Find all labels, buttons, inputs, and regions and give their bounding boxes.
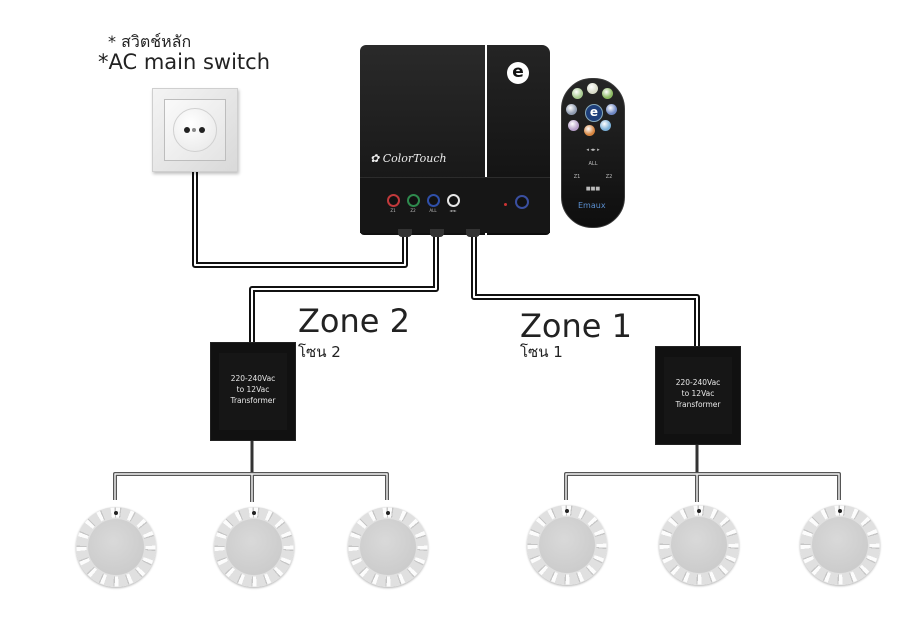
mode-button[interactable] [447, 194, 460, 207]
remote-power-button[interactable]: e [585, 104, 603, 122]
wire-zone1-bus [564, 472, 841, 502]
light-lens [360, 519, 416, 575]
zone2-button[interactable] [407, 194, 420, 207]
remote-color-button[interactable] [587, 83, 598, 94]
light-lens [812, 517, 868, 573]
zone1-title: Zone 1 [520, 307, 632, 345]
socket-ground [192, 128, 196, 132]
zone1-button-label: Z1 [390, 208, 396, 213]
remote-color-button[interactable] [602, 88, 613, 99]
socket-icon [173, 108, 217, 152]
remote-color-button[interactable] [606, 104, 617, 115]
transformer-line: Transformer [675, 400, 721, 409]
light-lens [671, 517, 727, 573]
light-lens [88, 519, 144, 575]
zone2-pool-light [214, 507, 294, 587]
zone1-pool-light [800, 505, 880, 585]
zone1-thai-label: โซน 1 [520, 343, 563, 361]
brand-emblem-icon: ✿ [370, 152, 383, 165]
socket-pin [199, 127, 205, 133]
switch-inner-plate [164, 99, 226, 161]
ac-main-switch [152, 88, 238, 172]
remote-play-button[interactable]: ■■■ [585, 186, 601, 192]
remote-all-label: ALL [588, 161, 598, 167]
main-switch-label-thai: * สวิตช์หลัก [108, 32, 192, 51]
wire-zone2-bus [113, 472, 389, 502]
all-button[interactable] [427, 194, 440, 207]
receiver-button[interactable] [515, 195, 529, 209]
brand-text: ColorTouch [382, 152, 447, 165]
cable-gland [398, 229, 412, 237]
transformer-label: 220-240Vac to 12Vac Transformer [656, 377, 740, 410]
cable-gland [466, 229, 480, 237]
colortouch-controller: e ✿ ColorTouch Z1 Z2 ALL ◄·► [360, 45, 550, 237]
zone2-button-label: Z2 [410, 208, 416, 213]
status-led [504, 203, 507, 206]
cable-gland [430, 229, 444, 237]
remote-brand: Emaux [578, 201, 606, 210]
remote-color-button[interactable] [566, 104, 577, 115]
zone1-pool-light [527, 505, 607, 585]
transformer-inner [664, 357, 732, 434]
light-lens [539, 517, 595, 573]
transformer-line: 220-240Vac [230, 374, 276, 383]
zone2-transformer: 220-240Vac to 12Vac Transformer [211, 343, 295, 440]
transformer-line: Transformer [230, 396, 276, 405]
zone2-pool-light [76, 507, 156, 587]
remote-color-button[interactable] [600, 120, 611, 131]
all-button-label: ALL [429, 208, 437, 213]
mode-button-label: ◄·► [449, 208, 457, 213]
light-lens [226, 519, 282, 575]
remote-color-button[interactable] [584, 125, 595, 136]
emaux-logo-icon: e [507, 62, 529, 84]
zone1-button[interactable] [387, 194, 400, 207]
controller-brand: ✿ ColorTouch [370, 152, 447, 165]
transformer-line: to 12Vac [236, 385, 270, 394]
transformer-inner [219, 353, 287, 430]
transformer-label: 220-240Vac to 12Vac Transformer [211, 373, 295, 406]
remote-color-button[interactable] [568, 120, 579, 131]
transformer-line: to 12Vac [681, 389, 715, 398]
remote-control: e ◂ ◂▸ ▸ ALL Z1 Z2 ■■■ Emaux [561, 78, 625, 228]
zone2-thai-label: โซน 2 [298, 343, 341, 361]
zone1-transformer: 220-240Vac to 12Vac Transformer [656, 347, 740, 444]
zone1-pool-light [659, 505, 739, 585]
remote-z2-label: Z2 [605, 174, 613, 180]
zone2-title: Zone 2 [298, 302, 410, 340]
remote-color-button[interactable] [572, 88, 583, 99]
remote-z1-label: Z1 [573, 174, 581, 180]
transformer-line: 220-240Vac [675, 378, 721, 387]
socket-pin [184, 127, 190, 133]
zone2-pool-light [348, 507, 428, 587]
remote-mode-buttons[interactable]: ◂ ◂▸ ▸ [586, 147, 600, 153]
main-switch-label: *AC main switch [98, 50, 271, 74]
